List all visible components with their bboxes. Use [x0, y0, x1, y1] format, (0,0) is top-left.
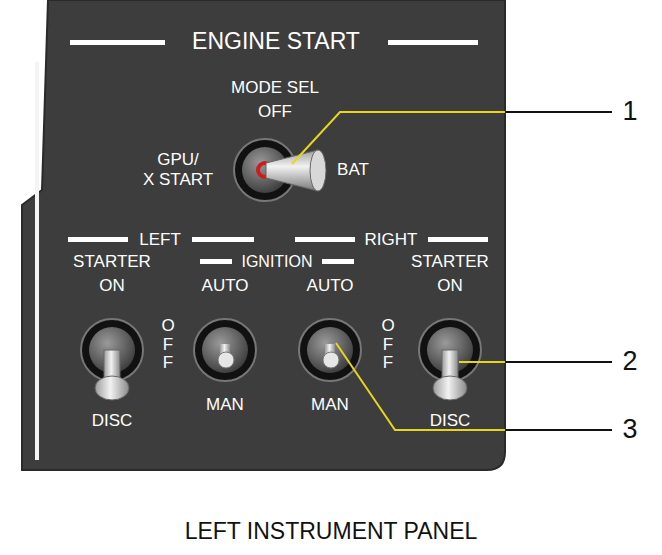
group-label: LEFT: [139, 231, 181, 250]
switch-label: STARTER: [73, 253, 151, 272]
leader-line: [336, 343, 612, 430]
switch-label: MODE SEL: [231, 79, 319, 98]
switch-label: IGNITION: [241, 253, 312, 271]
starter-toggle-switch: [81, 319, 143, 400]
title-bar: [70, 40, 165, 45]
position-label: OFF: [380, 317, 397, 373]
group-label: RIGHT: [365, 231, 418, 250]
position-label: DISC: [92, 412, 133, 431]
position-label: BAT: [337, 161, 369, 180]
group-bar: [428, 237, 488, 242]
ignition-toggle-switch: [194, 319, 256, 381]
callout-number: 2: [622, 347, 637, 377]
position-label: OFF: [258, 103, 292, 122]
starter-toggle-switch: [419, 319, 481, 400]
group-bar: [192, 237, 254, 242]
leader-line: [292, 112, 612, 164]
position-label: DISC: [430, 412, 471, 431]
callout-number: 1: [622, 97, 637, 127]
position-label: OFF: [160, 317, 177, 373]
position-label: X START: [143, 171, 213, 190]
switch-label: STARTER: [411, 253, 489, 272]
group-bar: [200, 259, 232, 264]
panel-face: [22, 0, 505, 470]
group-bar: [68, 237, 128, 242]
leader-line: [459, 361, 612, 363]
panel-edge-highlight: [35, 62, 39, 460]
position-label: ON: [437, 277, 463, 296]
position-label: MAN: [311, 396, 349, 415]
position-label: MAN: [206, 396, 244, 415]
title-bar: [388, 40, 478, 45]
group-bar: [295, 237, 355, 242]
figure-caption: LEFT INSTRUMENT PANEL: [185, 519, 478, 544]
group-bar: [322, 259, 354, 264]
position-label: GPU/: [157, 151, 199, 170]
position-label: AUTO: [307, 277, 354, 296]
position-label: AUTO: [202, 277, 249, 296]
mode-selector-switch: [234, 139, 326, 201]
position-label: ON: [99, 277, 125, 296]
ignition-toggle-switch: [299, 319, 361, 381]
panel-title: ENGINE START: [192, 29, 360, 54]
callout-number: 3: [622, 415, 637, 445]
